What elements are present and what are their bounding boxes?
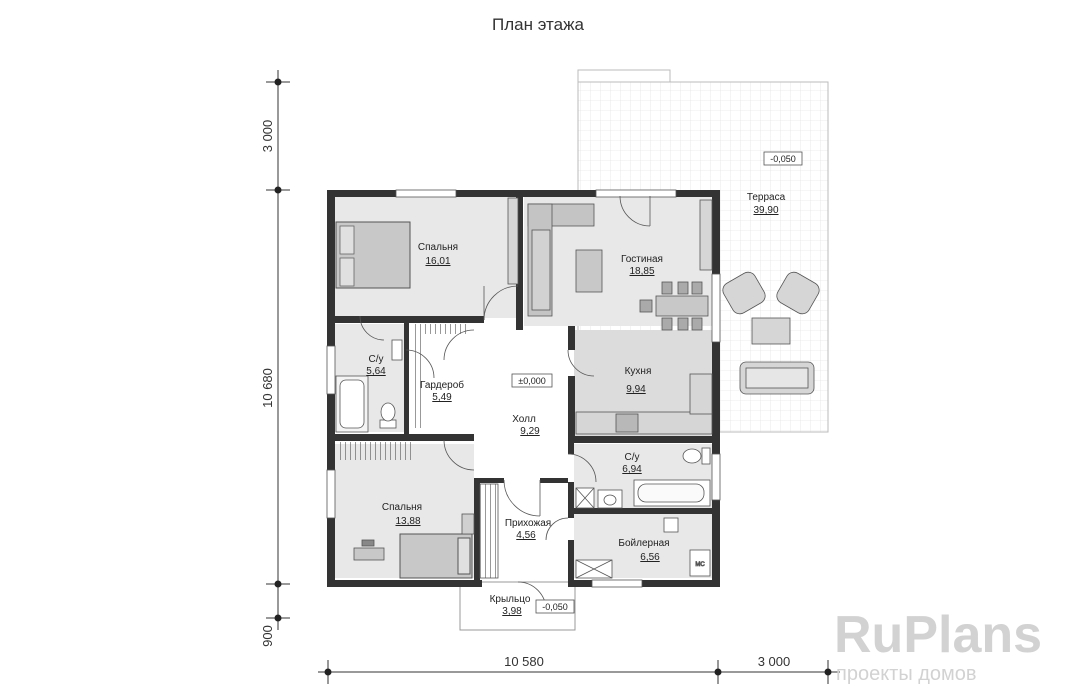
label-hall-area: 9,29 (520, 426, 540, 437)
wardrobe-2 (336, 442, 412, 460)
dim-v-porch: 900 (260, 625, 275, 647)
dim-h-house: 10 580 (504, 654, 544, 669)
entry-wardrobe (479, 483, 499, 579)
label-bedroom2-name: Спальня (382, 502, 422, 513)
label-porch-area: 3,98 (502, 606, 522, 617)
label-hall-name: Холл (512, 414, 536, 425)
label-wardrobe-name: Гардероб (420, 379, 464, 391)
label-bath2-area: 6,94 (622, 464, 642, 475)
label-terrace-name: Терраса (747, 192, 786, 203)
kitchen-counter (575, 373, 713, 435)
svg-text:проекты домов: проекты домов (836, 663, 977, 685)
sofa (527, 203, 595, 317)
wardrobe-shelves (412, 324, 468, 428)
boiler-equipment: МС (575, 517, 711, 579)
label-porch-name: Крыльцо (490, 594, 531, 605)
svg-text:-0,050: -0,050 (542, 602, 568, 612)
label-kitchen-name: Кухня (625, 366, 652, 377)
svg-text:МС: МС (695, 562, 705, 568)
label-bedroom2-area: 13,88 (395, 516, 420, 527)
terrace-level-marker: -0,050 (763, 151, 803, 166)
porch-level-marker: -0,050 (535, 599, 575, 614)
room-labels: Спальня 16,01 Гостиная 18,85 Терраса 39,… (366, 192, 785, 617)
toilet-1 (379, 402, 397, 429)
label-boiler-area: 6,56 (640, 552, 660, 563)
bathtub-1 (335, 375, 369, 433)
dim-v-terrace: 3 000 (260, 120, 275, 153)
label-kitchen-area: 9,94 (626, 384, 646, 395)
terrace-furniture (722, 271, 820, 395)
label-bath1-name: С/у (369, 354, 384, 365)
label-living-name: Гостиная (621, 254, 663, 265)
nightstand (461, 513, 475, 535)
label-living-area: 18,85 (629, 266, 654, 277)
label-bedroom1-name: Спальня (418, 242, 458, 253)
horizontal-dimension: 10 580 3 000 (318, 654, 840, 684)
coffee-table (575, 249, 603, 293)
bathtub-2 (633, 479, 711, 507)
shower-tray (575, 487, 595, 509)
watermark-logo: RuPlans проекты домов (834, 606, 1042, 685)
dim-v-house: 10 680 (260, 368, 275, 408)
dining-table (639, 281, 709, 331)
svg-text:-0,050: -0,050 (770, 154, 796, 164)
svg-text:RuPlans: RuPlans (834, 606, 1042, 664)
bed-2 (399, 533, 473, 579)
wardrobe-1 (507, 197, 519, 285)
desk (353, 539, 385, 561)
label-bath2-name: С/у (625, 452, 640, 463)
doors (359, 195, 651, 611)
tv-stand (699, 199, 713, 271)
svg-text:±0,000: ±0,000 (518, 376, 545, 386)
hall-level-marker: ±0,000 (511, 373, 553, 388)
toilet-2 (682, 447, 711, 465)
vertical-dimension: 3 000 10 680 900 (260, 70, 290, 647)
sink-2 (597, 489, 623, 509)
sink-1 (391, 339, 403, 361)
label-bath1-area: 5,64 (366, 366, 386, 377)
label-bedroom1-area: 16,01 (425, 256, 450, 267)
label-wardrobe-area: 5,49 (432, 392, 452, 403)
label-entry-area: 4,56 (516, 530, 536, 541)
label-entry-name: Прихожая (505, 518, 551, 529)
dim-h-terrace: 3 000 (758, 654, 791, 669)
label-terrace-area: 39,90 (753, 205, 778, 216)
plan-title: План этажа (492, 15, 584, 34)
label-boiler-name: Бойлерная (618, 538, 669, 549)
windows (326, 189, 721, 588)
bed-1 (335, 221, 411, 289)
